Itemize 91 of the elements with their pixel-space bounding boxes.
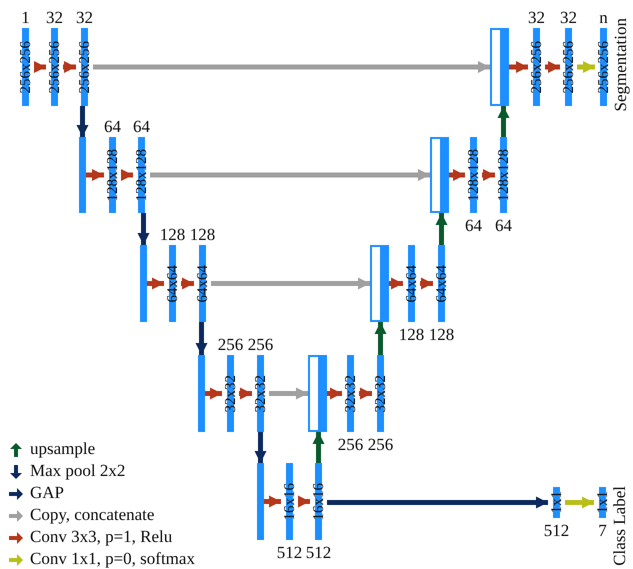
channel-count: 1 — [20, 9, 31, 27]
feature-map-size: 128x128 — [104, 148, 120, 202]
channel-count: 256 — [366, 436, 394, 454]
feature-map-size: 256x256 — [76, 40, 92, 94]
channel-count: 512 — [542, 522, 570, 540]
legend-text: Conv 3x3, p=1, Relu — [30, 527, 172, 547]
arrow — [150, 169, 430, 181]
feature-map-size: 1x1 — [548, 491, 564, 514]
arrow — [545, 61, 560, 73]
arrow — [298, 496, 310, 508]
feature-map-size: 64x64 — [434, 264, 450, 302]
channel-count: 64 — [464, 217, 483, 235]
output-caption: Class Label — [611, 486, 629, 566]
concatenation-bar — [370, 245, 389, 322]
arrow — [147, 278, 164, 290]
feature-map-bar — [198, 355, 205, 432]
feature-map-size: 256x256 — [46, 40, 62, 94]
feature-map-size: 32x32 — [252, 374, 268, 412]
arrow — [86, 169, 104, 181]
feature-map-size: 16x16 — [310, 482, 326, 520]
arrow — [239, 388, 252, 400]
feature-map-size: 32x32 — [342, 374, 358, 412]
legend-text: Conv 1x1, p=0, softmax — [30, 549, 195, 569]
channel-count: 512 — [304, 544, 332, 562]
arrow — [196, 322, 208, 355]
arrow — [359, 388, 372, 400]
arrow — [327, 388, 342, 400]
arrow — [76, 106, 88, 137]
concatenation-bar — [308, 355, 327, 432]
arrow — [63, 61, 76, 73]
feature-map-size: 64x64 — [164, 264, 180, 302]
arrow — [264, 496, 281, 508]
feature-map-bar — [79, 137, 86, 213]
channel-count: 256 — [336, 436, 364, 454]
arrow — [577, 61, 595, 73]
arrow — [449, 169, 465, 181]
feature-map-bar — [257, 463, 264, 540]
legend-text: Copy, concatenate — [30, 505, 154, 525]
channel-count: 32 — [559, 9, 578, 27]
arrow — [374, 322, 386, 355]
feature-map-bar — [140, 245, 147, 322]
arrow — [498, 106, 510, 137]
arrow — [121, 169, 133, 181]
channel-count: 64 — [494, 217, 513, 235]
channel-count: 64 — [132, 118, 151, 136]
arrow — [181, 278, 194, 290]
arrow — [436, 213, 448, 245]
arrow — [327, 496, 548, 508]
arrow — [482, 169, 495, 181]
concatenation-bar — [490, 28, 509, 106]
arrow — [312, 432, 324, 463]
arrow — [509, 61, 528, 73]
channel-count: 64 — [103, 118, 122, 136]
feature-map-size: 256x256 — [528, 40, 544, 94]
channel-count: 128 — [158, 226, 186, 244]
feature-map-size: 256x256 — [560, 40, 576, 94]
arrow — [269, 388, 308, 400]
legend-text: upsample — [30, 439, 96, 459]
feature-map-size: 32x32 — [372, 374, 388, 412]
channel-count: 128 — [188, 226, 216, 244]
arrow — [389, 278, 403, 290]
feature-map-size: 64x64 — [404, 264, 420, 302]
channel-count: 32 — [45, 9, 64, 27]
feature-map-size: 1x1 — [594, 491, 610, 514]
legend-text: Max pool 2x2 — [30, 461, 126, 481]
arrow — [420, 278, 433, 290]
feature-map-size: 256x256 — [18, 40, 34, 94]
arrow — [93, 61, 490, 73]
arrow — [34, 61, 46, 73]
arrow — [205, 388, 222, 400]
channel-count: 32 — [527, 9, 546, 27]
feature-map-size: 128x128 — [134, 148, 150, 202]
arrow — [254, 432, 266, 463]
channel-count: 256 — [216, 336, 244, 354]
channel-count: 128 — [428, 326, 456, 344]
arrow — [211, 278, 370, 290]
channel-count: 32 — [75, 9, 94, 27]
channel-count: 256 — [246, 336, 274, 354]
feature-map-size: 128x128 — [496, 148, 512, 202]
arrow — [565, 496, 594, 508]
feature-map-size: 16x16 — [282, 482, 298, 520]
channel-count: 128 — [398, 326, 426, 344]
feature-map-size: 128x128 — [466, 148, 482, 202]
arrow — [138, 213, 150, 245]
concatenation-bar — [430, 137, 449, 213]
feature-map-size: 64x64 — [194, 264, 210, 302]
feature-map-size: 32x32 — [222, 374, 238, 412]
legend-text: GAP — [30, 483, 64, 503]
channel-count: 512 — [276, 544, 304, 562]
output-caption: Segmentation — [612, 18, 630, 112]
feature-map-size: 256x256 — [596, 40, 612, 94]
